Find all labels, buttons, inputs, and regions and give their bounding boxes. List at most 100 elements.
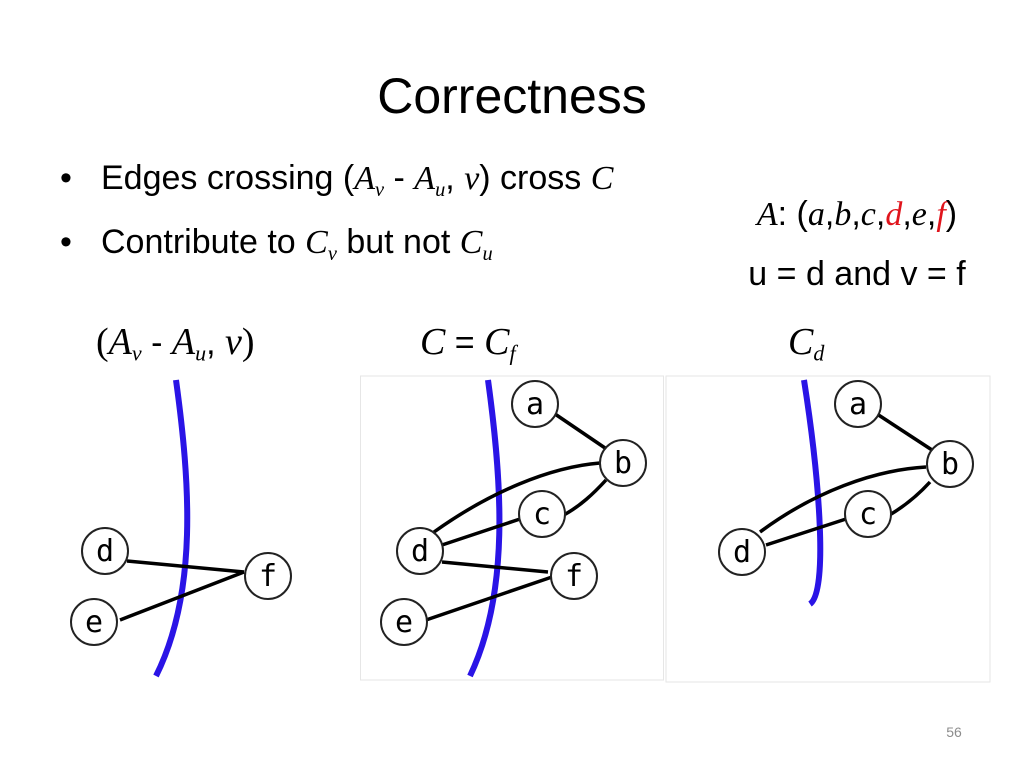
math-symbol: Cv xyxy=(305,224,337,265)
ordering-separator: , xyxy=(875,195,886,233)
bullet-text-segment: Contribute to xyxy=(101,223,306,261)
header-equals: = xyxy=(445,324,485,362)
header-paren: ( xyxy=(96,321,109,363)
node-label: d xyxy=(96,534,114,569)
ordering-item-b: b xyxy=(834,196,852,233)
node-label: e xyxy=(85,605,103,640)
header-dash: - xyxy=(141,324,172,362)
node-d: d xyxy=(396,527,444,575)
node-label: b xyxy=(614,446,632,481)
node-e: e xyxy=(380,598,428,646)
assignment-text: u = d and v = f xyxy=(748,255,966,293)
math-letter: v xyxy=(224,321,242,363)
math-letter: C xyxy=(420,321,446,363)
math-symbol: v xyxy=(464,160,480,197)
edge-d-b xyxy=(758,465,927,534)
ordering-item-d: d xyxy=(885,196,903,233)
math-symbol: Av xyxy=(354,160,384,201)
math-letter: A xyxy=(108,321,132,363)
math-letter: C xyxy=(305,224,328,261)
ordering-item-c: c xyxy=(860,196,876,233)
node-label: e xyxy=(395,605,413,640)
edge-d-f xyxy=(126,559,245,574)
panel-frame xyxy=(360,375,664,681)
ordering-name: A xyxy=(756,196,778,233)
bullet-dot: • xyxy=(60,159,72,197)
math-subscript: f xyxy=(509,340,516,366)
node-label: a xyxy=(526,387,544,422)
node-a: a xyxy=(834,380,882,428)
node-label: d xyxy=(411,534,429,569)
bullet-text-segment: but not xyxy=(336,223,460,261)
ordering-separator: , xyxy=(926,195,937,233)
node-b: b xyxy=(926,440,974,488)
node-label: c xyxy=(533,497,551,532)
math-subscript: v xyxy=(375,179,385,202)
graph-panel-2: a b c d e f xyxy=(360,375,664,681)
ordering-item-f: f xyxy=(936,196,946,233)
math-letter: C xyxy=(459,224,483,261)
bullet-text-segment: - xyxy=(384,159,415,197)
ordering-colon: : ( xyxy=(777,195,808,233)
node-d: d xyxy=(81,527,129,575)
node-label: a xyxy=(849,387,867,422)
bullet-text-segment: Edges crossing ( xyxy=(101,159,355,197)
node-label: b xyxy=(941,447,959,482)
bullet-text-segment: ) cross xyxy=(479,159,591,197)
node-a: a xyxy=(511,380,559,428)
edge-a-b xyxy=(876,412,933,452)
edge-d-b xyxy=(432,461,601,534)
math-symbol: C xyxy=(590,160,614,197)
header-comma: , xyxy=(206,324,225,362)
math-subscript: u xyxy=(195,340,207,366)
slide-title: Correctness xyxy=(377,68,647,124)
node-label: f xyxy=(259,559,277,594)
math-symbol: Au xyxy=(414,160,445,201)
panel-1-header: (Av - Au, v) xyxy=(96,322,255,374)
edge-a-b xyxy=(554,412,609,452)
math-subscript: d xyxy=(813,340,825,366)
panel-3-header: Cd xyxy=(788,322,824,374)
math-subscript: u xyxy=(482,243,493,266)
graph-panel-1: d e f xyxy=(70,379,292,678)
ordering-separator: , xyxy=(851,195,861,233)
math-letter: A xyxy=(354,160,376,197)
node-b: b xyxy=(599,439,647,487)
math-letter: A xyxy=(171,321,196,363)
edge-c-b xyxy=(885,480,932,519)
header-paren: ) xyxy=(241,321,255,363)
node-c: c xyxy=(844,490,892,538)
graph-panel-3: a b c d xyxy=(665,375,991,683)
math-subscript: v xyxy=(327,243,337,266)
ordering-close: ) xyxy=(945,195,958,233)
edge-d-c xyxy=(765,517,847,547)
math-subscript: u xyxy=(435,179,446,202)
ordering-separator: , xyxy=(824,195,835,233)
cut-curve xyxy=(801,379,824,607)
page-number: 56 xyxy=(946,724,962,740)
node-f: f xyxy=(244,552,292,600)
edge-d-c xyxy=(441,517,521,547)
panel-frame xyxy=(665,375,991,683)
math-letter: C xyxy=(788,321,814,363)
bullet-dot: • xyxy=(60,223,72,261)
node-label: d xyxy=(733,535,751,570)
ordering-sequence: A: (a,b,c,d,e,f) xyxy=(725,194,989,235)
edge-d-f xyxy=(441,560,549,574)
node-label: c xyxy=(859,497,877,532)
node-label: f xyxy=(565,559,583,594)
bullet-text-segment: , xyxy=(445,159,465,197)
bullet-text: Contribute to Cv but not Cu xyxy=(101,222,493,274)
ordering-item-e: e xyxy=(911,196,927,233)
math-letter: A xyxy=(414,160,436,197)
node-c: c xyxy=(518,490,566,538)
node-d: d xyxy=(718,528,766,576)
cut-curve xyxy=(153,379,191,678)
math-letter: C xyxy=(484,321,510,363)
math-symbol: Cu xyxy=(459,224,493,265)
panel-2-header: C = Cf xyxy=(420,322,516,374)
math-subscript: v xyxy=(131,340,142,366)
ordering-separator: , xyxy=(902,195,912,233)
node-f: f xyxy=(550,552,598,600)
edge-e-f xyxy=(425,575,553,622)
